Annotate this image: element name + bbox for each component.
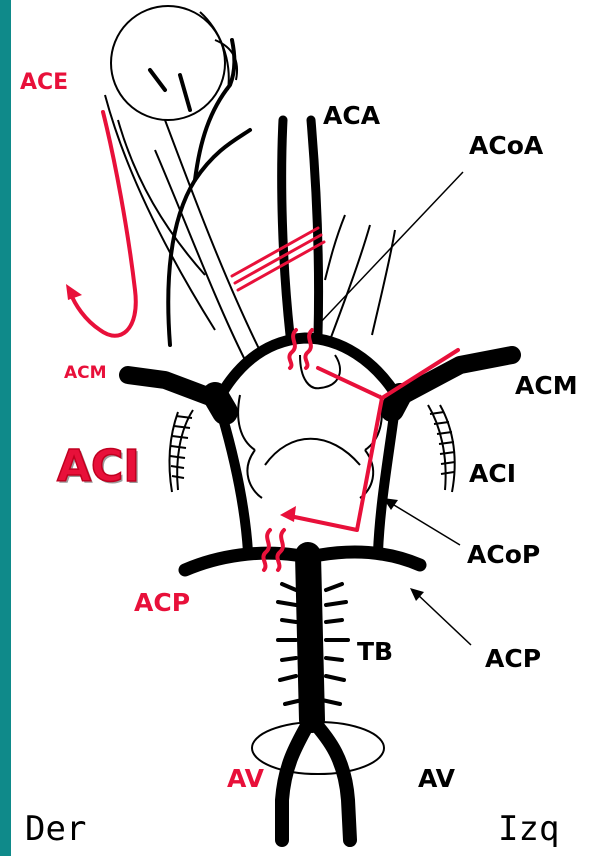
label-acm-left: ACM	[515, 373, 578, 398]
label-acp-right: ACP	[134, 590, 190, 615]
eye-globe	[111, 6, 225, 120]
carotid-coils	[170, 405, 455, 492]
label-side-left: Izq	[498, 812, 559, 846]
label-side-right: Der	[25, 812, 86, 846]
label-ace: ACE	[20, 72, 68, 94]
label-av-right: AV	[227, 766, 264, 791]
label-acop: ACoP	[467, 542, 540, 567]
label-tb: TB	[357, 639, 393, 664]
label-acp-left: ACP	[485, 646, 541, 671]
label-aca: ACA	[323, 103, 380, 128]
label-aci-right: ACI	[57, 445, 140, 489]
ophthalmic-branches	[105, 12, 395, 360]
label-acoa: ACoA	[469, 133, 543, 158]
label-acm-right: ACM	[64, 365, 107, 382]
anterior-cerebral-arteries	[282, 120, 319, 335]
collateral-pathways	[70, 112, 458, 570]
label-aci-left: ACI	[469, 461, 516, 486]
label-av-left: AV	[418, 766, 455, 791]
thin-outlines	[238, 355, 382, 498]
